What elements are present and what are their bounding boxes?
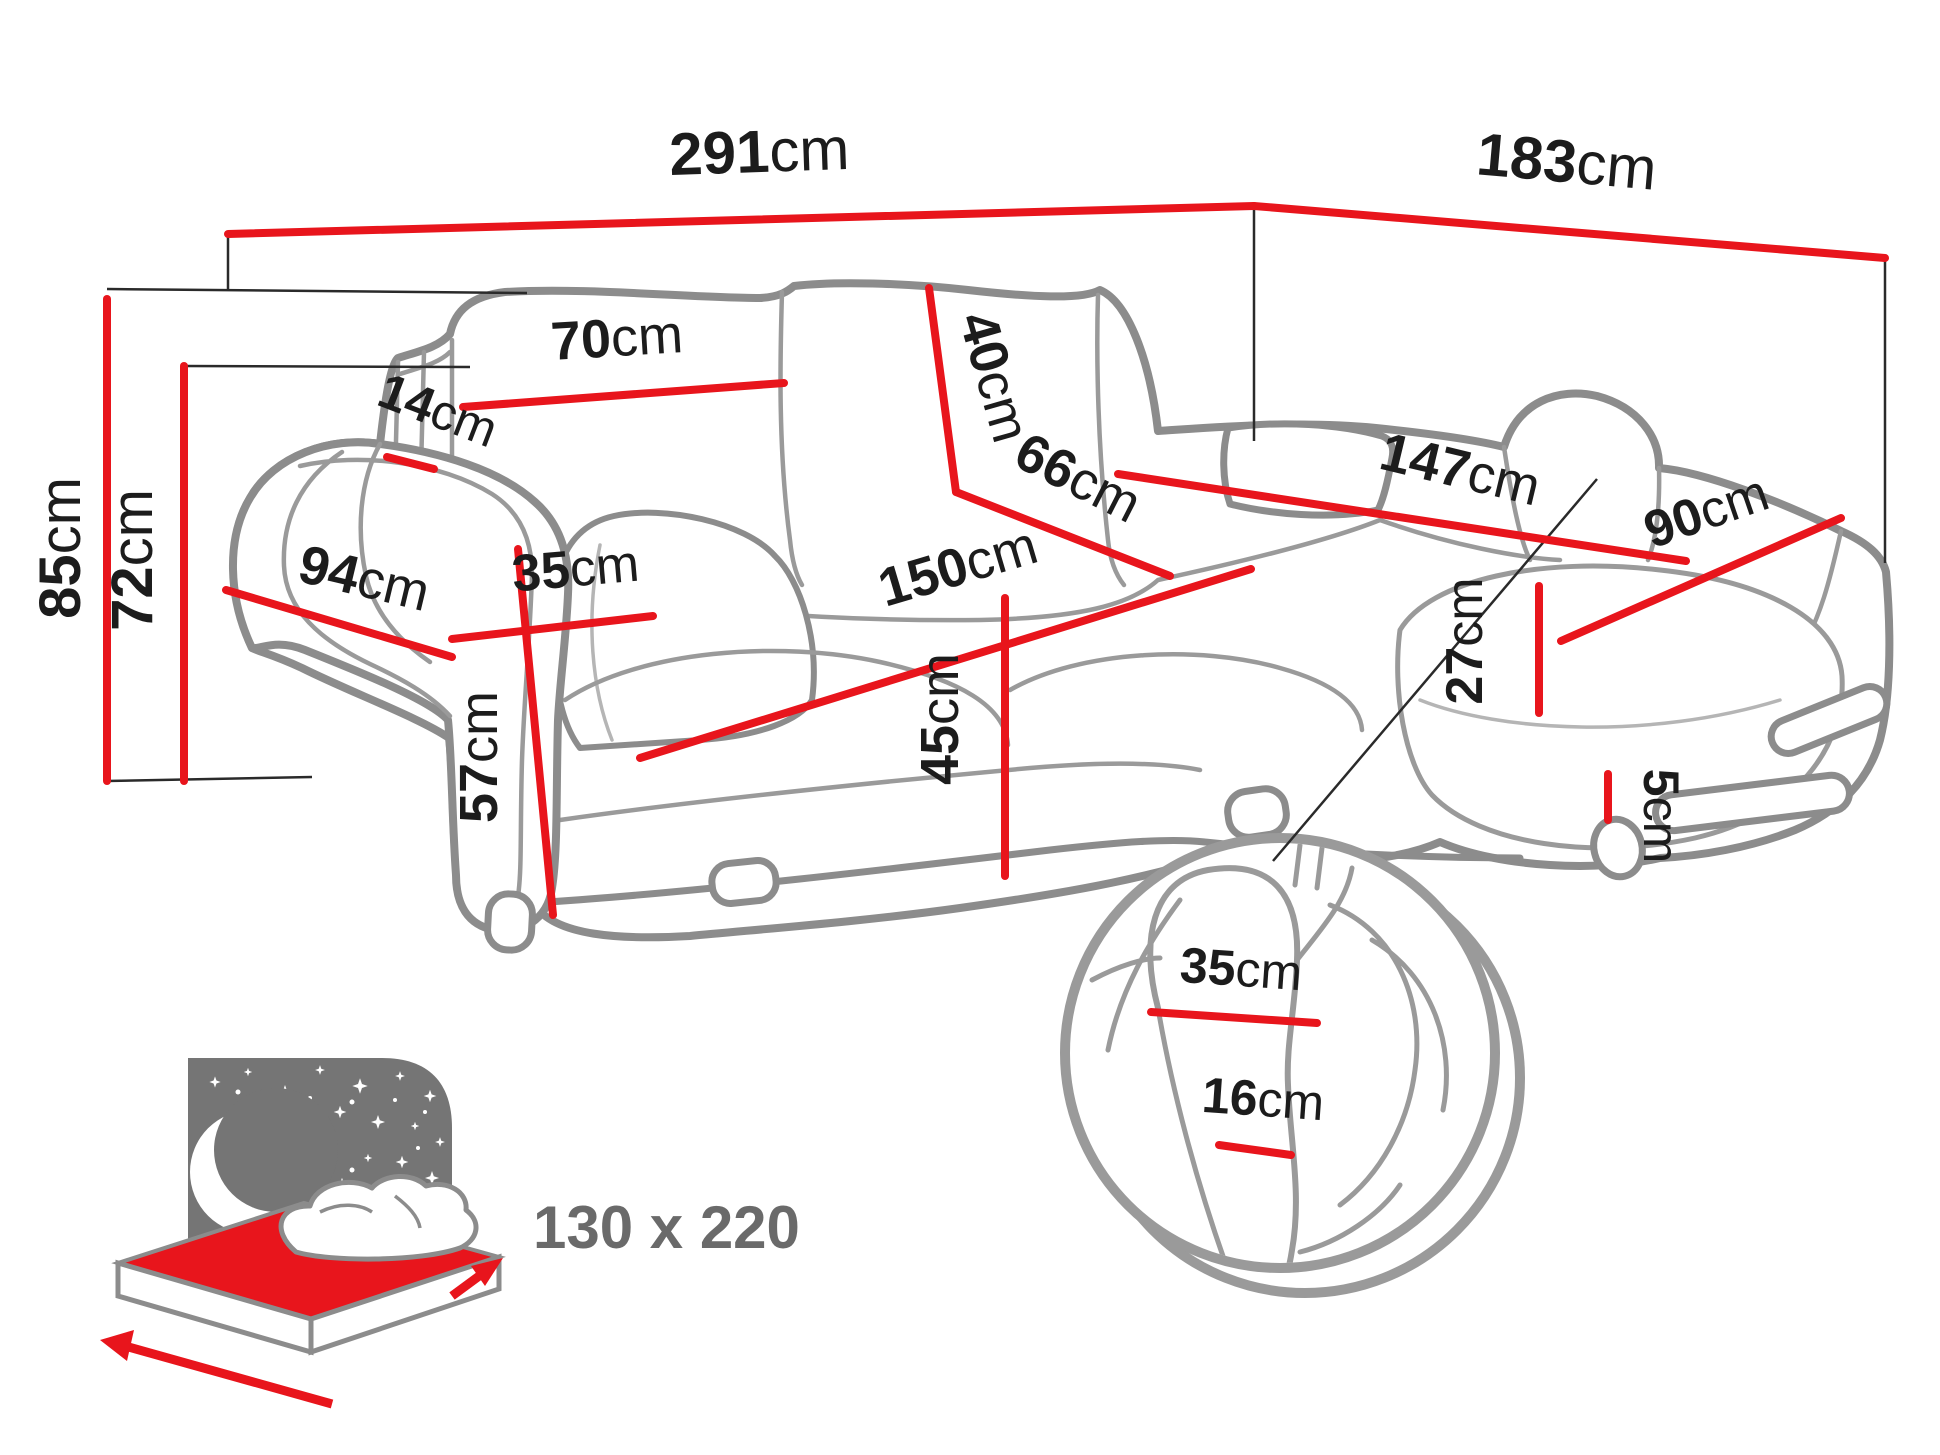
detail-sofa-edge-top bbox=[1089, 843, 1325, 983]
armrest-panel-seam bbox=[391, 337, 455, 559]
corner-front-leg bbox=[1224, 785, 1290, 841]
detail-circle-ring bbox=[1060, 833, 1500, 1273]
dim-label-armrest-width: 35cm bbox=[510, 535, 642, 604]
guide-floor bbox=[106, 775, 313, 783]
guide-backrest-height-top bbox=[183, 364, 471, 369]
detail-cushion-front-face bbox=[1155, 865, 1355, 1263]
sofa-legs bbox=[484, 683, 1891, 954]
dim-label-armrest-height: 57cm bbox=[449, 691, 509, 823]
dim-line-seat-depth bbox=[952, 488, 1174, 580]
detail-circle-content bbox=[1089, 843, 1449, 1263]
dim-line-armrest-width bbox=[448, 612, 657, 643]
moon-shadow bbox=[214, 1088, 338, 1212]
left-armrest bbox=[228, 438, 573, 935]
dim-line-armrest-depth bbox=[222, 586, 456, 661]
dim-line-armrest-height bbox=[514, 545, 557, 919]
bed-size-arrows bbox=[100, 1258, 503, 1409]
dim-label-detail-depth: 16cm bbox=[1200, 1067, 1326, 1131]
chaise-seat-cushion bbox=[1395, 563, 1845, 851]
dim-line-back-cushion-width bbox=[459, 379, 788, 411]
bed-length-arrow-head bbox=[100, 1330, 134, 1361]
dim-label-detail-width: 35cm bbox=[1178, 937, 1304, 1001]
dim-label-backrest-height: 72cm bbox=[100, 489, 165, 631]
dim-line-armrest-panel bbox=[383, 453, 438, 473]
dim-line-total-depth bbox=[1250, 202, 1889, 262]
front-mid-leg bbox=[708, 857, 780, 907]
front-left-leg bbox=[484, 890, 536, 954]
bed-width-arrow-head bbox=[471, 1258, 503, 1286]
dimension-lines bbox=[103, 202, 1889, 1159]
chaise-seat-seam bbox=[1418, 698, 1782, 729]
dim-label-chaise-cushion-height: 27cm bbox=[1436, 577, 1494, 704]
dim-line-detail-depth bbox=[1215, 1141, 1295, 1159]
dim-label-leg-height: 5cm bbox=[1633, 769, 1689, 863]
dim-line-detail-width bbox=[1147, 1008, 1321, 1027]
dim-label-seat-height: 45cm bbox=[910, 653, 970, 785]
dim-line-total-width bbox=[224, 202, 1258, 238]
bed-mattress-right-face bbox=[308, 1253, 502, 1356]
detail-circle bbox=[1060, 833, 1525, 1298]
detail-cushion-back-layers bbox=[1105, 897, 1449, 1255]
bed-moon bbox=[190, 1088, 338, 1234]
dim-label-back-cushion-width: 70cm bbox=[549, 304, 684, 372]
back-cushion-gap-seams bbox=[778, 289, 1127, 588]
bed-length-arrow-line bbox=[116, 1339, 334, 1409]
dim-label-total-width: 291cm bbox=[668, 115, 850, 188]
dim-line-chaise-length bbox=[1114, 470, 1690, 565]
backrest-seat-boundary bbox=[449, 444, 1844, 653]
dim-label-total-height: 85cm bbox=[28, 477, 93, 619]
leaning-pillow-fold bbox=[590, 543, 614, 742]
bed-duvet bbox=[278, 1173, 479, 1262]
bed-duvet-folds bbox=[319, 1194, 422, 1229]
detail-cushion-outline bbox=[1147, 865, 1301, 1263]
dim-line-back-cushion-height bbox=[925, 284, 960, 496]
dim-line-chaise-width bbox=[1557, 514, 1845, 645]
seat-cushion-seams bbox=[557, 648, 1365, 823]
sofa-line-art bbox=[228, 279, 1894, 954]
chaise-front-skid bbox=[1652, 771, 1853, 835]
bed-size-label: 130 x 220 bbox=[533, 1194, 800, 1261]
dim-line-seat-width bbox=[636, 565, 1255, 762]
corner-pillow bbox=[1220, 420, 1397, 519]
chaise-side-skid bbox=[1767, 683, 1891, 757]
dim-label-total-depth: 183cm bbox=[1474, 120, 1659, 202]
guide-total-height-top bbox=[106, 287, 528, 295]
bed-icon bbox=[100, 1058, 506, 1409]
